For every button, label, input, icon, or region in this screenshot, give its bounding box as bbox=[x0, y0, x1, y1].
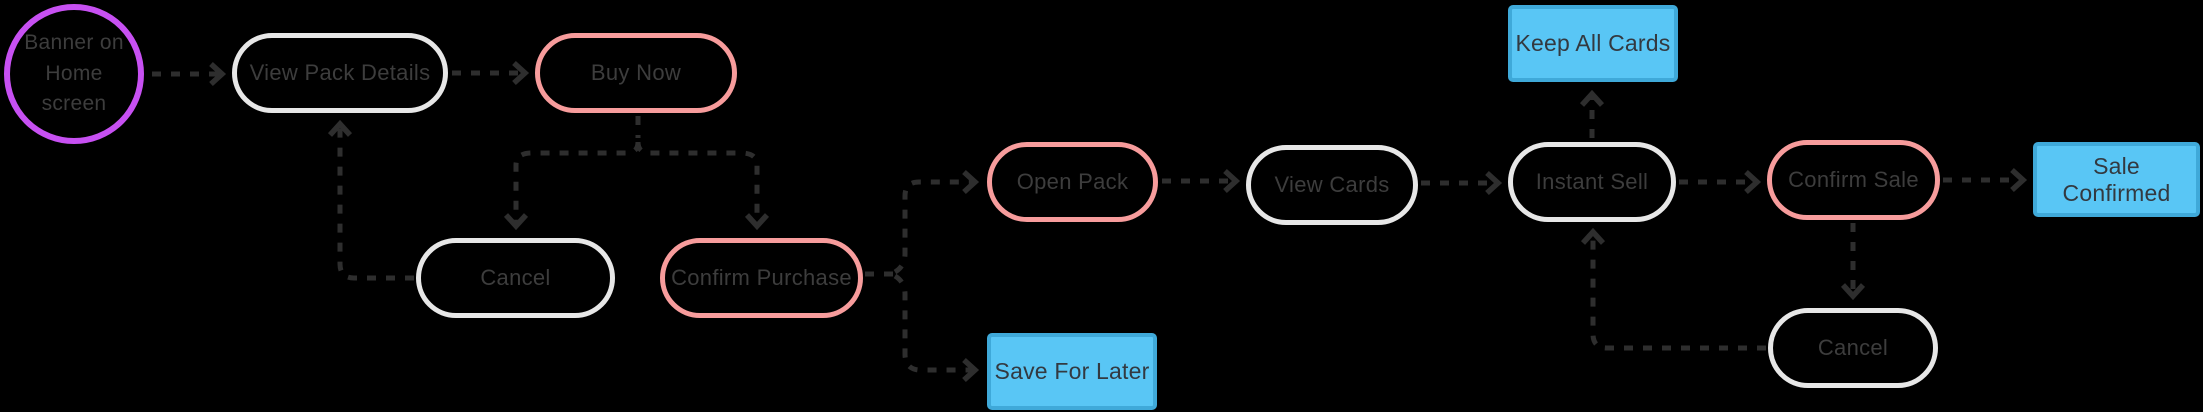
node-label: Instant Sell bbox=[1535, 169, 1649, 194]
edge-confirm-purchase-to-save-for-later bbox=[893, 273, 980, 383]
node-label: Cancel bbox=[1817, 335, 1889, 360]
node-label: Sale Confirmed bbox=[2062, 152, 2171, 206]
node-view-pack-details[interactable]: View Pack Details bbox=[232, 33, 448, 113]
edge-cancel-to-instant-sell bbox=[1580, 227, 1766, 351]
node-cancel-sale[interactable]: Cancel bbox=[1768, 308, 1938, 388]
node-label: Cancel bbox=[480, 265, 551, 290]
node-instant-sell[interactable]: Instant Sell bbox=[1508, 142, 1676, 222]
node-cancel-purchase[interactable]: Cancel bbox=[416, 238, 615, 318]
node-label: Save For Later bbox=[994, 358, 1150, 384]
edge-buy-now-to-cancel bbox=[503, 141, 641, 231]
node-open-pack[interactable]: Open Pack bbox=[987, 142, 1158, 222]
node-save-for-later[interactable]: Save For Later bbox=[987, 333, 1157, 410]
node-label: Keep All Cards bbox=[1515, 30, 1671, 56]
node-label: Buy Now bbox=[590, 60, 682, 85]
edge-buy-now-to-confirm-purchase bbox=[635, 141, 770, 231]
node-view-cards[interactable]: View Cards bbox=[1246, 145, 1418, 225]
node-buy-now[interactable]: Buy Now bbox=[535, 33, 737, 113]
edge-confirm-purchase-to-open-pack bbox=[893, 169, 980, 275]
node-banner-on-home-screen[interactable]: Banner on Home screen bbox=[4, 4, 144, 144]
node-label: Confirm Sale bbox=[1788, 167, 1919, 192]
node-label: Confirm Purchase bbox=[671, 265, 852, 290]
node-label: Open Pack bbox=[1016, 169, 1129, 194]
node-keep-all-cards[interactable]: Keep All Cards bbox=[1508, 5, 1678, 82]
node-confirm-purchase[interactable]: Confirm Purchase bbox=[660, 238, 863, 318]
node-confirm-sale[interactable]: Confirm Sale bbox=[1767, 140, 1940, 220]
node-sale-confirmed[interactable]: Sale Confirmed bbox=[2033, 142, 2200, 217]
edge-cancel-to-view-pack-details bbox=[327, 119, 414, 281]
node-label: View Pack Details bbox=[249, 60, 431, 85]
node-label: View Cards bbox=[1274, 172, 1390, 197]
node-label: Banner on Home screen bbox=[24, 31, 124, 116]
